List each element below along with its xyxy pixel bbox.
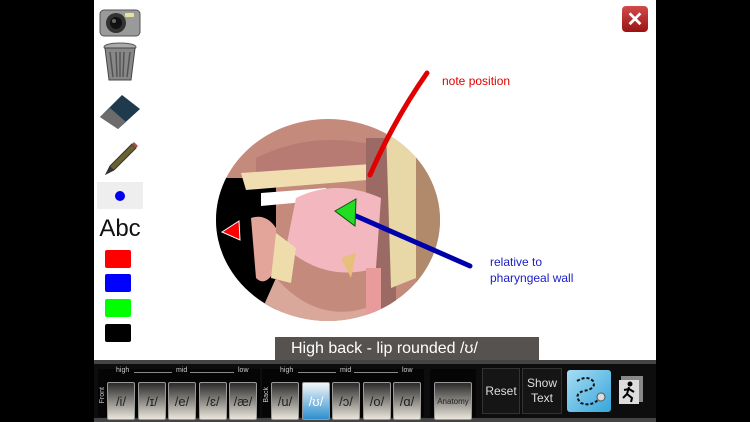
back-vowel-group: Back high mid low /u/ /ʊ/ /ɔ/ /o/ /ɑ/ bbox=[262, 367, 424, 420]
scale-low: low bbox=[238, 367, 249, 374]
brush-size-button[interactable] bbox=[97, 182, 143, 209]
vowel-key-i[interactable]: /i/ bbox=[107, 382, 135, 420]
vowel-key-alpha[interactable]: /ɑ/ bbox=[393, 382, 421, 420]
back-label: Back bbox=[263, 387, 270, 403]
color-swatch-black[interactable] bbox=[105, 324, 131, 342]
vowel-toolbar: Front high mid low /i/ /ɪ/ /e/ /ɛ/ /æ/ B… bbox=[94, 360, 656, 422]
annotation-relative-to: relative to bbox=[490, 255, 543, 269]
pencil-button[interactable] bbox=[98, 138, 142, 178]
scale-high: high bbox=[280, 367, 294, 374]
scale-high: high bbox=[116, 367, 130, 374]
close-icon: ✕ bbox=[626, 8, 644, 31]
show-text-button[interactable]: Show Text bbox=[522, 368, 562, 414]
eraser-icon bbox=[100, 95, 140, 129]
scale-line bbox=[354, 372, 398, 373]
text-tool-button[interactable]: Abc bbox=[99, 215, 141, 242]
drawing-canvas[interactable]: Abc ✕ note position relativ bbox=[94, 0, 656, 360]
vowel-caption: High back - lip rounded /ʊ/ bbox=[275, 337, 539, 360]
vowel-key-u[interactable]: /u/ bbox=[271, 382, 299, 420]
running-man-exit-icon bbox=[619, 376, 643, 404]
vowel-key-o[interactable]: /o/ bbox=[363, 382, 391, 420]
vowel-key-epsilon[interactable]: /ɛ/ bbox=[199, 382, 227, 420]
color-swatch-red[interactable] bbox=[105, 250, 131, 268]
front-label: Front bbox=[99, 387, 106, 404]
trash-button[interactable] bbox=[98, 42, 142, 82]
eraser-button[interactable] bbox=[98, 90, 142, 132]
color-swatch-blue[interactable] bbox=[105, 274, 131, 292]
scale-line bbox=[134, 372, 172, 373]
front-vowel-group: Front high mid low /i/ /ɪ/ /e/ /ɛ/ /æ/ bbox=[98, 367, 260, 420]
exit-button[interactable] bbox=[616, 368, 646, 414]
trash-icon bbox=[103, 42, 137, 81]
annotation-strokes bbox=[220, 70, 473, 269]
color-swatch-green[interactable] bbox=[105, 299, 131, 317]
reset-button[interactable]: Reset bbox=[482, 368, 520, 414]
vowel-key-ae[interactable]: /æ/ bbox=[229, 382, 257, 420]
camera-icon bbox=[99, 9, 141, 37]
dashed-path-icon bbox=[576, 377, 606, 406]
annotation-note-position: note position bbox=[442, 74, 511, 88]
toolbar-top-border bbox=[94, 360, 656, 364]
scale-line bbox=[298, 372, 336, 373]
vowel-key-open-o[interactable]: /ɔ/ bbox=[332, 382, 360, 420]
show-text-line2: Text bbox=[530, 391, 553, 405]
scale-low: low bbox=[402, 367, 413, 374]
vowel-key-small-cap-i[interactable]: /ɪ/ bbox=[138, 382, 166, 420]
vowel-key-e[interactable]: /e/ bbox=[168, 382, 196, 420]
scale-line bbox=[190, 372, 234, 373]
vowel-key-upsilon[interactable]: /ʊ/ bbox=[302, 382, 330, 420]
anatomy-group: Anatomy bbox=[430, 369, 476, 420]
toolbar-bottom-border bbox=[94, 418, 656, 422]
scale-mid: mid bbox=[340, 367, 352, 374]
trace-path-button[interactable] bbox=[567, 370, 611, 412]
dot-icon bbox=[115, 190, 125, 201]
anatomy-button[interactable]: Anatomy bbox=[434, 382, 472, 420]
camera-button[interactable] bbox=[98, 4, 142, 38]
show-text-line1: Show bbox=[526, 376, 558, 390]
annotation-pharyngeal-wall: pharyngeal wall bbox=[490, 271, 574, 285]
pencil-icon bbox=[104, 142, 138, 176]
vocal-tract-anatomy-image bbox=[216, 119, 440, 321]
scale-mid: mid bbox=[176, 367, 188, 374]
close-button[interactable]: ✕ bbox=[622, 6, 648, 32]
